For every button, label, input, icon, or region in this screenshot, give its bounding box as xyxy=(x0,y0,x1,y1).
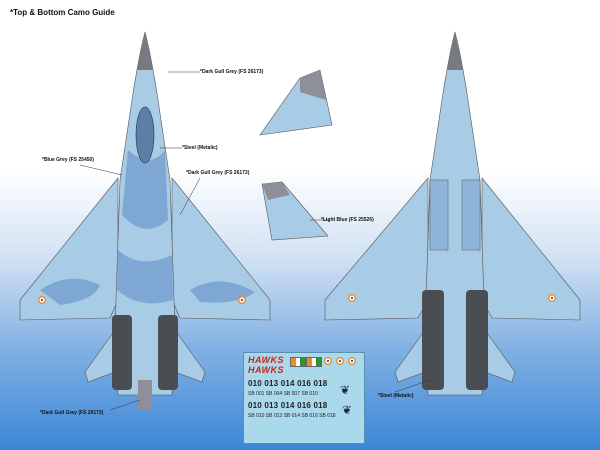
hawk-emblem-icon: ❦ xyxy=(342,403,353,417)
decal-sheet: HAWKS HAWKS 010 013 014 016 018 SB 001 S… xyxy=(243,352,365,444)
roundel-icon xyxy=(324,357,332,365)
top-view-radome xyxy=(137,32,153,70)
callout-blue-grey: *Blue Grey (FS 25450) xyxy=(42,157,94,163)
decal-logo: HAWKS xyxy=(248,365,284,375)
top-view-tail-sting xyxy=(138,380,152,410)
leader-steel-bottom xyxy=(394,379,431,393)
bottom-view-left-wing xyxy=(324,177,429,321)
bottom-view-right-intake xyxy=(461,179,481,251)
top-view-wing-camo-left xyxy=(40,278,100,305)
decal-numbers-row: 010 013 014 016 018 xyxy=(248,379,328,388)
callout-leaders xyxy=(79,71,431,411)
top-view-right-tailplane xyxy=(174,329,206,383)
bottom-view-right-nozzle xyxy=(466,290,488,390)
top-view-fuselage-camo-2 xyxy=(117,250,173,304)
bottom-view-aircraft xyxy=(324,31,581,396)
page-title: *Top & Bottom Camo Guide xyxy=(10,8,115,17)
flag-icon xyxy=(306,357,322,367)
bottom-view-left-nozzle xyxy=(422,290,444,390)
hawk-emblem-icon: ❦ xyxy=(340,383,351,397)
bottom-view-right-wing xyxy=(481,177,581,321)
roundel-icon xyxy=(348,357,356,365)
fin-lower-camo xyxy=(262,182,290,200)
fin-lower xyxy=(261,181,329,241)
top-view-left-nozzle xyxy=(112,315,132,390)
top-view-right-nozzle xyxy=(158,315,178,390)
callout-steel-top: *Steel (Metalic) xyxy=(182,145,218,151)
top-view-aircraft xyxy=(19,31,271,410)
callout-dark-gull-bottom: *Dark Gull Grey (FS 26173) xyxy=(40,410,104,416)
roundel-icon xyxy=(348,294,356,302)
fin-upper-camo xyxy=(300,70,326,100)
fin-upper xyxy=(259,69,333,136)
decal-numbers-row: 010 013 014 016 018 xyxy=(248,401,328,410)
bottom-view-right-tailplane xyxy=(484,329,516,383)
callout-dark-gull-top: *Dark Gull Grey (FS 26173) xyxy=(200,69,264,75)
callout-light-blue: *Light Blue (FS 25526) xyxy=(321,217,374,223)
decal-small-row: SB 001 SB 004 SB 007 SB 010 xyxy=(248,391,318,397)
bottom-view-radome xyxy=(447,32,463,70)
bottom-view-left-tailplane xyxy=(394,329,426,383)
decal-logo: HAWKS xyxy=(248,355,284,365)
leader-dark-gull-bottom xyxy=(109,399,141,411)
top-view-left-tailplane xyxy=(84,329,116,383)
roundel-icon xyxy=(548,294,556,302)
roundel-icon xyxy=(238,296,246,304)
callout-steel-bottom: *Steel (Metalic) xyxy=(378,393,414,399)
callout-dark-gull-mid: *Dark Gull Grey (FS 26173) xyxy=(186,170,250,176)
roundel-icon xyxy=(38,296,46,304)
top-view-canopy xyxy=(135,106,155,164)
leader-dark-gull-mid xyxy=(179,177,201,216)
bottom-view-left-intake xyxy=(429,179,449,251)
roundel-icon xyxy=(336,357,344,365)
flag-icon xyxy=(290,357,306,367)
decal-small-row: SB 010 SB 013 SB 014 SB 016 SB 018 xyxy=(248,413,336,419)
leader-blue-grey xyxy=(79,164,123,176)
top-view-fuselage-camo xyxy=(122,150,168,229)
